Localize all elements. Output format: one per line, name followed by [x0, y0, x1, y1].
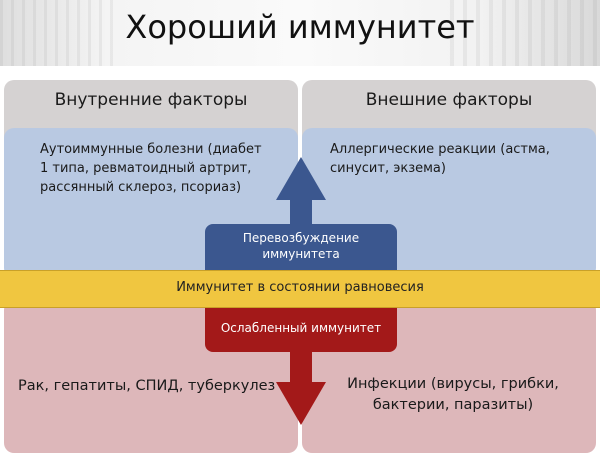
overexcitation-box: Перевозбуждение иммунитета [205, 224, 397, 270]
balance-band: Иммунитет в состоянии равновесия [0, 270, 600, 308]
allergic-reactions-text: Аллергические реакции (астма, синусит, э… [330, 142, 550, 176]
infections-text: Инфекции (вирусы, грибки, бактерии, пара… [347, 376, 559, 413]
cancer-hepatitis-text: Рак, гепатиты, СПИД, туберкулез [18, 378, 276, 394]
weakened-immunity-label: Ослабленный иммунитет [220, 321, 382, 335]
internal-factors-header: Внутренние факторы [54, 90, 248, 110]
overexcitation-label: Перевозбуждение иммунитета [242, 231, 360, 261]
weakened-immunity-box: Ослабленный иммунитет [205, 308, 397, 352]
external-factors-header: Внешние факторы [365, 90, 533, 110]
up-arrow [276, 157, 326, 226]
page-title: Хороший иммунитет [125, 8, 475, 46]
balance-label: Иммунитет в состоянии равновесия [176, 280, 424, 295]
down-arrow [276, 350, 326, 425]
title-banner [0, 0, 600, 66]
autoimmune-diseases-text: Аутоиммунные болезни (диабет 1 типа, рев… [40, 142, 262, 195]
